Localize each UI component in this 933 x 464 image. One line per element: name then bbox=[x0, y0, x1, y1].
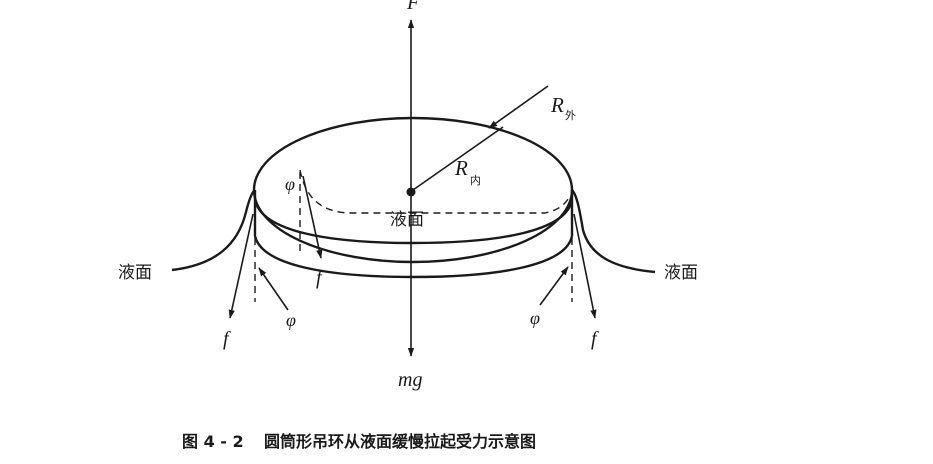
liquid-surface-left-curve bbox=[171, 189, 256, 272]
label-r-inner: R bbox=[454, 156, 468, 180]
figure-caption: 圆筒形吊环从液面缓慢拉起受力示意图 bbox=[264, 432, 536, 451]
phi-pointer-left bbox=[258, 267, 289, 311]
f-arrow-left bbox=[228, 213, 254, 319]
label-surface-left: 液面 bbox=[118, 263, 152, 283]
inner-meniscus-dashed bbox=[299, 169, 571, 214]
ring-bottom-edge bbox=[253, 235, 574, 279]
label-surface-right: 液面 bbox=[664, 263, 698, 283]
liquid-surface-right-curve bbox=[571, 189, 656, 274]
f-arrow-center bbox=[302, 175, 323, 259]
label-r-outer: R bbox=[550, 93, 564, 117]
label-F: F bbox=[406, 0, 420, 14]
figure-number: 图 4 - 2 bbox=[182, 432, 244, 451]
phi-pointer-right bbox=[539, 266, 569, 306]
label-surface-center: 液面 bbox=[390, 210, 424, 230]
label-phi-right: φ bbox=[530, 308, 540, 328]
label-f-center: f bbox=[316, 267, 324, 289]
r-outer-leader bbox=[488, 85, 549, 129]
f-arrow-right bbox=[573, 213, 597, 319]
label-f-right: f bbox=[591, 328, 599, 350]
label-r-inner-sub: 内 bbox=[470, 173, 481, 187]
label-phi-left: φ bbox=[286, 310, 296, 330]
ring-inner-edge bbox=[253, 199, 574, 245]
label-f-left: f bbox=[223, 328, 231, 350]
r-inner-line bbox=[412, 126, 504, 191]
label-phi-inner: φ bbox=[285, 174, 295, 194]
label-mg: mg bbox=[398, 369, 422, 391]
label-r-outer-sub: 外 bbox=[565, 109, 576, 122]
